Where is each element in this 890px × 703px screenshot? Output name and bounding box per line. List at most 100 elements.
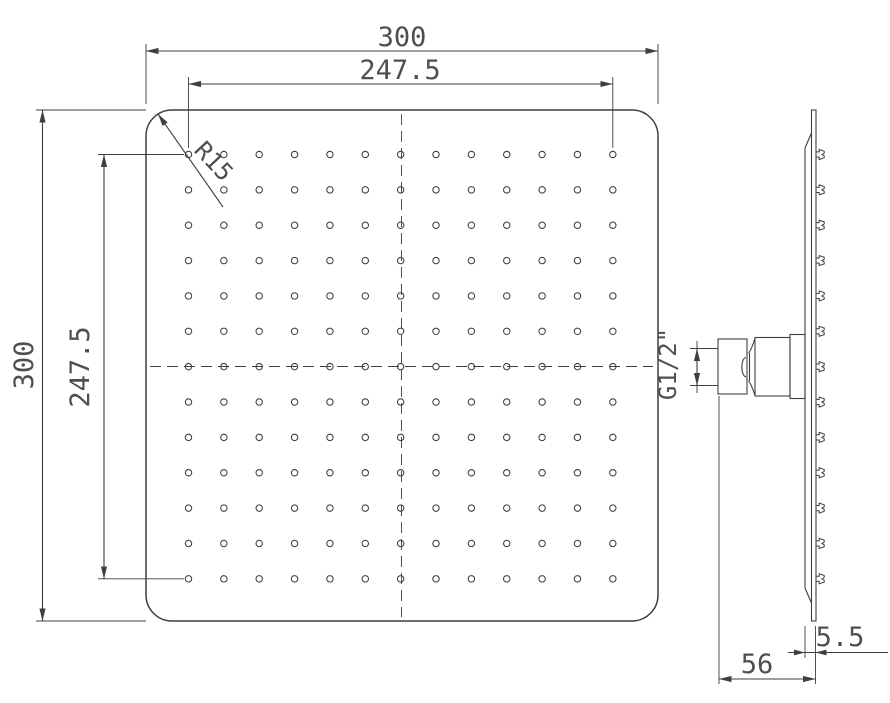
- nozzle-hole: [538, 327, 546, 336]
- nozzle-hole: [290, 362, 299, 371]
- nozzle-hole: [503, 504, 511, 512]
- nozzle-hole: [290, 575, 299, 583]
- nozzle-hole: [184, 256, 193, 265]
- nozzle-hole: [396, 433, 405, 442]
- nozzle-hole: [255, 362, 263, 371]
- nozzle-hole: [361, 186, 370, 194]
- nozzle-hole: [361, 504, 370, 512]
- dim-plate-thickness-label: 5.5: [816, 622, 865, 653]
- nozzle-hole: [432, 398, 440, 406]
- nozzle-hole: [290, 221, 299, 229]
- nozzle-hole: [290, 398, 299, 406]
- nozzle-hole: [432, 221, 440, 229]
- dim-top-width-label: 300: [378, 22, 427, 53]
- nozzle-hole: [326, 327, 334, 336]
- nozzle-hole: [184, 469, 193, 477]
- nozzle-hole: [326, 398, 334, 406]
- nozzle-hole: [184, 398, 193, 406]
- nozzle-hole: [184, 433, 193, 442]
- nozzle-hole: [432, 539, 440, 548]
- nozzle-hole: [503, 150, 511, 159]
- nozzle-hole: [326, 469, 334, 477]
- nozzle-hole: [361, 398, 370, 406]
- nozzle-hole: [467, 327, 476, 336]
- dim-top-width: 300: [145, 22, 659, 104]
- inlet-connector: [690, 333, 806, 400]
- nozzle-hole: [220, 504, 228, 512]
- nozzle-hole: [290, 150, 299, 159]
- nozzle-hole: [503, 186, 511, 194]
- nozzle-hole: [573, 504, 582, 512]
- nozzle-hole: [220, 362, 228, 371]
- nozzle-hole: [396, 469, 405, 477]
- nozzle-hole: [396, 256, 405, 265]
- nozzle-profile: [816, 396, 825, 408]
- nozzle-hole: [432, 504, 440, 512]
- dim-mount-depth-label: 56: [741, 649, 774, 680]
- nozzle-hole: [503, 362, 511, 371]
- nozzle-hole-grid: [184, 150, 617, 583]
- shower-head-side-view: [690, 109, 825, 622]
- nozzle-hole: [220, 221, 228, 229]
- nozzle-hole: [538, 504, 546, 512]
- dim-inlet-thread: G1/2": [654, 328, 701, 400]
- nozzle-hole: [467, 433, 476, 442]
- nozzle-hole: [290, 469, 299, 477]
- nozzle-hole: [255, 575, 263, 583]
- nozzle-hole: [538, 539, 546, 548]
- arrow-right: [794, 649, 805, 656]
- nozzle-hole: [538, 362, 546, 371]
- nozzle-hole: [396, 398, 405, 406]
- dim-top-span-label: 247.5: [359, 55, 440, 86]
- nozzle-profile: [816, 148, 825, 161]
- nozzle-hole: [432, 186, 440, 194]
- nozzle-hole: [184, 327, 193, 336]
- nozzle-hole: [220, 256, 228, 265]
- nozzle-hole: [326, 292, 334, 300]
- nozzle-hole: [503, 575, 511, 583]
- nozzle-hole: [538, 221, 546, 229]
- nozzle-hole: [255, 504, 263, 512]
- nozzle-hole: [538, 398, 546, 406]
- nozzle-hole: [573, 256, 582, 265]
- nozzle-hole: [609, 433, 617, 442]
- nozzle-hole: [220, 292, 228, 300]
- nozzle-hole: [609, 327, 617, 336]
- nozzle-hole: [609, 362, 617, 371]
- nozzle-hole: [503, 539, 511, 548]
- nozzle-hole: [326, 433, 334, 442]
- nozzle-hole: [255, 433, 263, 442]
- nozzle-profile: [816, 325, 825, 337]
- nozzle-hole: [609, 469, 617, 477]
- nozzle-hole: [184, 221, 193, 229]
- nozzle-hole: [609, 539, 617, 548]
- nozzle-hole: [573, 150, 582, 159]
- nozzle-hole: [432, 469, 440, 477]
- nozzle-hole: [326, 539, 334, 548]
- nozzle-hole: [290, 292, 299, 300]
- nozzle-hole: [432, 327, 440, 336]
- nozzle-hole: [326, 504, 334, 512]
- nozzle-hole: [467, 292, 476, 300]
- nozzle-hole: [255, 398, 263, 406]
- nozzle-hole: [396, 221, 405, 229]
- nozzle-hole: [538, 433, 546, 442]
- nozzle-hole: [361, 327, 370, 336]
- nozzle-hole: [432, 362, 440, 371]
- nozzle-hole: [467, 256, 476, 265]
- dim-mount-depth: 56: [718, 396, 816, 684]
- dim-corner-radius: R15: [157, 113, 239, 208]
- nozzle-hole: [255, 186, 263, 194]
- nozzle-hole: [538, 186, 546, 194]
- nozzle-hole: [503, 292, 511, 300]
- union-nut: [717, 338, 748, 395]
- dim-left-span: 247.5: [65, 154, 184, 580]
- shower-head-front-view: [145, 109, 659, 622]
- nozzle-hole: [573, 186, 582, 194]
- dim-top-span: 247.5: [188, 55, 614, 148]
- nozzle-hole: [396, 150, 405, 159]
- nozzle-hole: [467, 575, 476, 583]
- nozzle-profile: [816, 502, 825, 514]
- dim-left-height: 300: [9, 109, 146, 622]
- dimensions: 300 247.5 300 247.5 R15: [9, 22, 888, 684]
